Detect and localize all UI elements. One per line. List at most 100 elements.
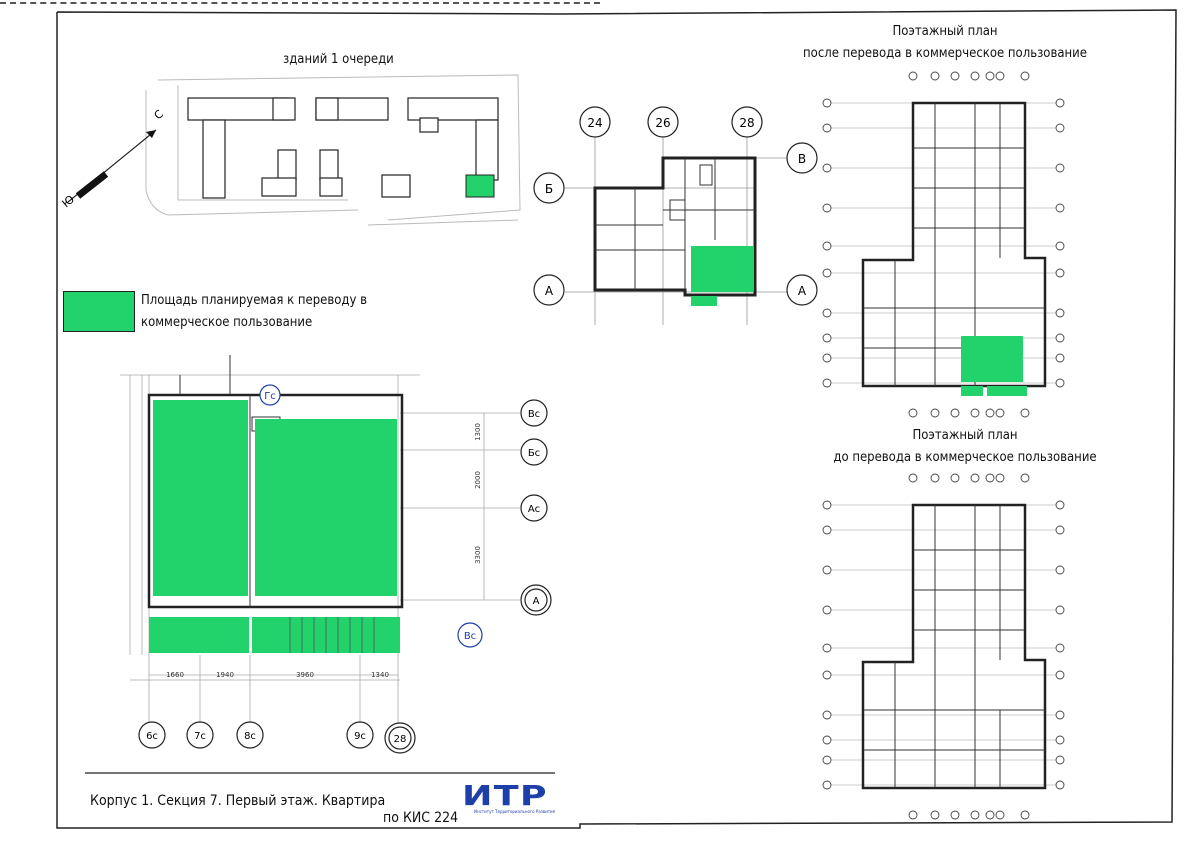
axis-bubble	[930, 810, 940, 820]
detail-plan: Вс Бс Ас А Гс Вс 6с 7с 8с 9с 28 1660 194…	[120, 355, 552, 754]
floor-plan-before	[822, 473, 1065, 820]
legend-text-line1: Площадь планируемая к переводу в	[141, 293, 368, 308]
logo-mark: ИТР	[462, 779, 548, 812]
axis-label: Вс	[528, 409, 540, 420]
compass-north-label: С	[152, 107, 166, 122]
axis-bubble	[822, 378, 832, 388]
site-plan-title: зданий 1 очереди	[283, 52, 394, 67]
axis-bubble	[950, 408, 960, 418]
axis-bubble	[822, 163, 832, 173]
axis-bubble	[908, 473, 918, 483]
axis-bubble	[950, 810, 960, 820]
axis-label: 28	[739, 116, 754, 130]
axis-bubble	[970, 71, 980, 81]
axis-label: А	[533, 596, 540, 607]
axis-bubble	[1055, 605, 1065, 615]
axis-bubble	[985, 473, 995, 483]
axis-bubble	[908, 810, 918, 820]
axis-bubble	[1055, 268, 1065, 278]
axis-bubble	[1055, 308, 1065, 318]
axis-bubble	[1055, 710, 1065, 720]
axis-bubble	[822, 308, 832, 318]
axis-bubble	[1055, 755, 1065, 765]
axis-bubble	[822, 670, 832, 680]
axis-bubble	[822, 333, 832, 343]
axis-label: 26	[655, 116, 670, 130]
axis-label: 8с	[244, 731, 256, 742]
compass-south-label: Ю	[60, 193, 78, 211]
site-plan-highlight	[465, 174, 495, 198]
axis-bubble	[1020, 408, 1030, 418]
axis-bubble	[985, 408, 995, 418]
axis-bubble	[970, 408, 980, 418]
axis-bubble	[1055, 565, 1065, 575]
floor-plan-after	[822, 71, 1065, 418]
plan-after-title-2: после перевода в коммерческое пользовани…	[803, 46, 1087, 61]
legend-swatch	[63, 291, 135, 332]
legend-text-line2: коммерческое пользование	[141, 315, 313, 330]
axis-bubble	[1055, 353, 1065, 363]
axis-label: Ас	[528, 504, 540, 515]
axis-bubble	[970, 473, 980, 483]
plan-before-title-1: Поэтажный план	[912, 428, 1018, 443]
site-plan: С Ю	[60, 74, 521, 226]
axis-bubble	[1055, 780, 1065, 790]
axis-bubble	[1055, 643, 1065, 653]
axis-label: Вс	[464, 631, 476, 642]
detail-highlight-room2	[255, 419, 397, 596]
axis-bubble	[908, 408, 918, 418]
axis-bubble	[822, 643, 832, 653]
axis-bubble	[1055, 163, 1065, 173]
axis-bubble	[1055, 670, 1065, 680]
dim-label: 3300	[474, 546, 482, 564]
logo-subtitle: Институт Территориального Развития	[474, 809, 556, 814]
cut-line	[0, 2, 600, 4]
axis-bubble	[1020, 473, 1030, 483]
axis-bubble	[822, 241, 832, 251]
axis-bubble	[1055, 333, 1065, 343]
axis-bubble	[822, 123, 832, 133]
dim-label: 1300	[474, 423, 482, 441]
axis-bubble	[822, 353, 832, 363]
itr-logo: ИТР Институт Территориального Развития	[462, 782, 557, 815]
axis-bubble	[995, 473, 1005, 483]
axis-bubble	[1020, 810, 1030, 820]
axis-bubble	[822, 710, 832, 720]
axis-bubble	[1055, 525, 1065, 535]
plan-after-title-1: Поэтажный план	[892, 24, 998, 39]
axis-bubble	[822, 735, 832, 745]
axis-label: 9с	[354, 731, 366, 742]
axis-bubble	[995, 810, 1005, 820]
axis-bubble	[822, 500, 832, 510]
axis-bubble	[1055, 123, 1065, 133]
axis-label: А	[545, 284, 554, 298]
axis-bubble	[930, 408, 940, 418]
axis-bubble	[1055, 500, 1065, 510]
axis-label: Б	[545, 182, 553, 196]
axis-bubble	[822, 565, 832, 575]
section-plan: 24 26 28 Б А В А	[533, 106, 818, 325]
dim-label: 1660	[166, 671, 184, 679]
axis-label: Бс	[528, 448, 540, 459]
detail-highlight-room1	[153, 400, 248, 596]
axis-label: В	[798, 152, 806, 166]
axis-bubble	[822, 98, 832, 108]
axis-bubble	[822, 268, 832, 278]
axis-bubble	[1055, 203, 1065, 213]
axis-bubble	[1055, 735, 1065, 745]
axis-bubble	[950, 473, 960, 483]
axis-bubble	[1055, 378, 1065, 388]
compass-icon: С Ю	[60, 107, 166, 210]
axis-label: 6с	[146, 731, 158, 742]
axis-bubble	[822, 755, 832, 765]
axis-bubble	[908, 71, 918, 81]
axis-bubble	[1020, 71, 1030, 81]
axis-bubble	[985, 810, 995, 820]
axis-bubble	[995, 71, 1005, 81]
axis-bubble	[822, 525, 832, 535]
footer-caption-2: по КИС 224	[383, 810, 459, 826]
dim-label: 2000	[474, 471, 482, 489]
axis-bubble	[995, 408, 1005, 418]
axis-bubble	[1055, 98, 1065, 108]
